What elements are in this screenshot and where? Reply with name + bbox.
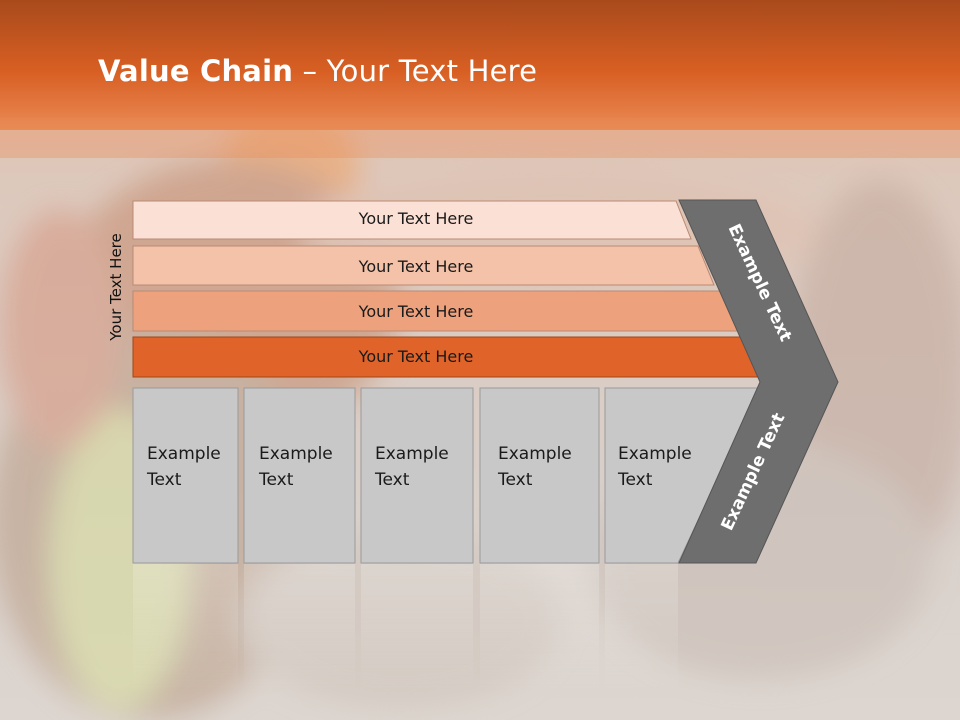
box-1-line2: Text <box>146 470 182 490</box>
box-5 <box>604 387 761 564</box>
box-4-line2: Text <box>497 470 533 490</box>
bars-group: Your Text Here Your Text Here Your Text … <box>132 200 764 378</box>
box-4-line1: Example <box>498 444 572 464</box>
boxes-reflection <box>133 564 678 694</box>
chevron-shape <box>678 199 839 564</box>
bar-4-label: Your Text Here <box>358 347 474 366</box>
box-1-line1: Example <box>147 444 221 464</box>
side-label: Your Text Here <box>107 233 125 341</box>
box-3-line1: Example <box>375 444 449 464</box>
page-title: Value Chain – Your Text Here <box>98 54 537 88</box>
box-5-line2: Text <box>617 470 653 490</box>
bar-1 <box>132 200 692 240</box>
page-title-bold: Value Chain <box>98 54 294 88</box>
box-3 <box>360 387 474 564</box>
box-2-line1: Example <box>259 444 333 464</box>
page-title-rest: – Your Text Here <box>293 54 538 88</box>
bar-3-label: Your Text Here <box>358 302 474 321</box>
box-5-line1: Example <box>618 444 692 464</box>
box-4 <box>479 387 600 564</box>
box-1 <box>132 387 239 564</box>
bar-2 <box>132 245 715 286</box>
box-3-line2: Text <box>374 470 410 490</box>
box-2 <box>243 387 356 564</box>
chevron-arrow: Example Text Example Text <box>678 199 839 564</box>
boxes-group: Example Text Example Text Example Text E… <box>132 387 761 564</box>
box-2-line2: Text <box>258 470 294 490</box>
bar-1-label: Your Text Here <box>358 209 474 228</box>
bar-2-label: Your Text Here <box>358 257 474 276</box>
